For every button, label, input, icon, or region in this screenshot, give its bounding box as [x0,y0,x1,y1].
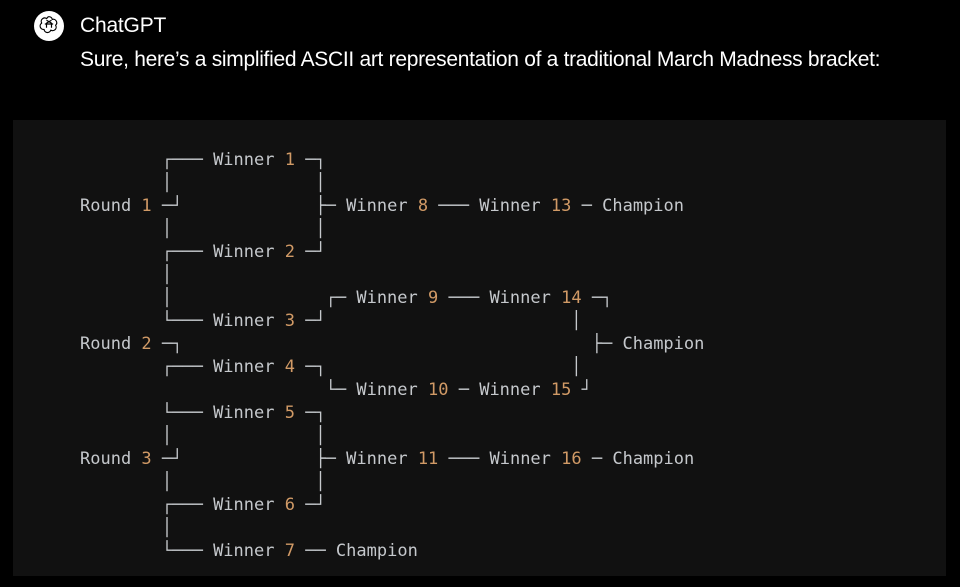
code-text: Champion [602,196,684,216]
code-number: 3 [284,311,295,331]
ascii-bracket: ┌─── Winner 1 ─┐ │ │Round 1 ─┘ ├─ Winner… [80,149,704,563]
code-line: │ [80,517,704,540]
code-line: └─── Winner 5 ─┐ [80,402,704,425]
code-number: 1 [284,150,295,170]
bracket-line: ┌─── [80,357,214,377]
bracket-line: ─ [448,380,480,400]
author-name: ChatGPT [80,14,167,37]
code-line: │ │ [80,172,704,195]
bracket-line: ─┘ [151,196,183,216]
bracket-line: ─── [438,288,490,308]
code-number: 16 [561,449,582,469]
bracket-line: ─┘ [294,242,326,262]
code-text: Winner [346,196,418,216]
bracket-line: ┘ [571,380,592,400]
code-number: 1 [141,196,152,216]
code-text: Champion [622,334,705,354]
bracket-line: ─── [438,449,490,469]
code-block: ┌─── Winner 1 ─┐ │ │Round 1 ─┘ ├─ Winner… [13,120,946,576]
code-number: 9 [428,288,439,308]
code-text: Winner [356,380,428,400]
code-line: ┌─── Winner 6 ─┘ [80,494,704,517]
code-number: 2 [284,242,295,262]
code-number: 14 [561,288,582,308]
bracket-line: │ ┌─ [80,288,357,308]
code-number: 8 [417,196,429,216]
bracket-line: │ │ [80,173,326,193]
code-text: Round [80,449,142,469]
code-number: 3 [141,449,152,469]
code-line: Round 1 ─┘ ├─ Winner 8 ─── Winner 13 ─ C… [80,195,704,218]
code-number: 11 [417,449,439,469]
code-line: Round 3 ─┘ ├─ Winner 11 ─── Winner 16 ─ … [80,448,704,471]
bracket-line: └─── [80,541,214,561]
bracket-line: ┌─── [80,495,214,515]
bracket-line: ─┘ │ [294,311,582,331]
bracket-line: ─── [428,196,480,216]
bracket-line: └─── [80,311,214,331]
code-text: Winner [213,242,285,262]
bracket-line: ─┘ [151,449,183,469]
code-text: Winner [213,357,285,377]
code-number: 5 [284,403,295,423]
code-line: │ [80,264,704,287]
code-line: ┌─── Winner 4 ─┐ │ [80,356,704,379]
code-number: 10 [428,380,449,400]
bracket-line: ─ [571,196,603,216]
bracket-line: └─ [80,380,357,400]
code-number: 7 [284,541,295,561]
code-text: Winner [489,449,562,469]
bracket-line: ── [294,541,336,561]
bracket-line: ├─ [182,449,347,469]
openai-logo-icon [39,14,59,39]
code-text: Round [80,334,142,354]
code-text: Winner [213,495,285,515]
code-line: Round 2 ─┐ ├─ Champion [80,333,704,356]
code-text: Winner [213,150,285,170]
code-number: 6 [284,495,295,515]
bracket-line: ─┐ [581,288,613,308]
code-line: │ │ [80,218,704,241]
code-line: ┌─── Winner 2 ─┘ [80,241,704,264]
bracket-line: │ [80,265,173,285]
code-text: Winner [479,380,551,400]
code-line: ┌─── Winner 1 ─┐ [80,149,704,172]
code-line: └─── Winner 7 ── Champion [80,540,704,563]
bracket-line: └─── [80,403,214,423]
bracket-line: ├─ [182,196,347,216]
bracket-line: │ │ [80,472,326,492]
bracket-line: ┌─── [80,242,214,262]
code-text: Champion [612,449,695,469]
bracket-line: ─┐ │ [294,357,582,377]
avatar [34,11,64,41]
bracket-line: ─ [581,449,613,469]
code-text: Round [80,196,142,216]
assistant-message-text: Sure, here’s a simplified ASCII art repr… [80,48,881,71]
bracket-line: ─┘ [294,495,326,515]
code-text: Winner [346,449,418,469]
code-text: Winner [489,288,562,308]
code-line: │ ┌─ Winner 9 ─── Winner 14 ─┐ [80,287,704,310]
code-line: │ │ [80,425,704,448]
code-number: 4 [284,357,295,377]
bracket-line: ─┐ [294,403,326,423]
bracket-line: │ [80,518,173,538]
bracket-line: ─┐ ├─ [151,334,623,354]
code-line: └─ Winner 10 ─ Winner 15 ┘ [80,379,704,402]
bracket-line: ─┐ [294,150,326,170]
code-number: 15 [550,380,572,400]
code-text: Winner [213,541,285,561]
code-number: 13 [550,196,572,216]
bracket-line: │ │ [80,426,326,446]
code-line: └─── Winner 3 ─┘ │ [80,310,704,333]
code-text: Winner [356,288,428,308]
code-text: Winner [213,311,285,331]
code-number: 2 [141,334,152,354]
bracket-line: │ │ [80,219,326,239]
code-text: Champion [335,541,418,561]
bracket-line: ┌─── [80,150,214,170]
code-line: │ │ [80,471,704,494]
code-text: Winner [213,403,285,423]
code-text: Winner [479,196,551,216]
